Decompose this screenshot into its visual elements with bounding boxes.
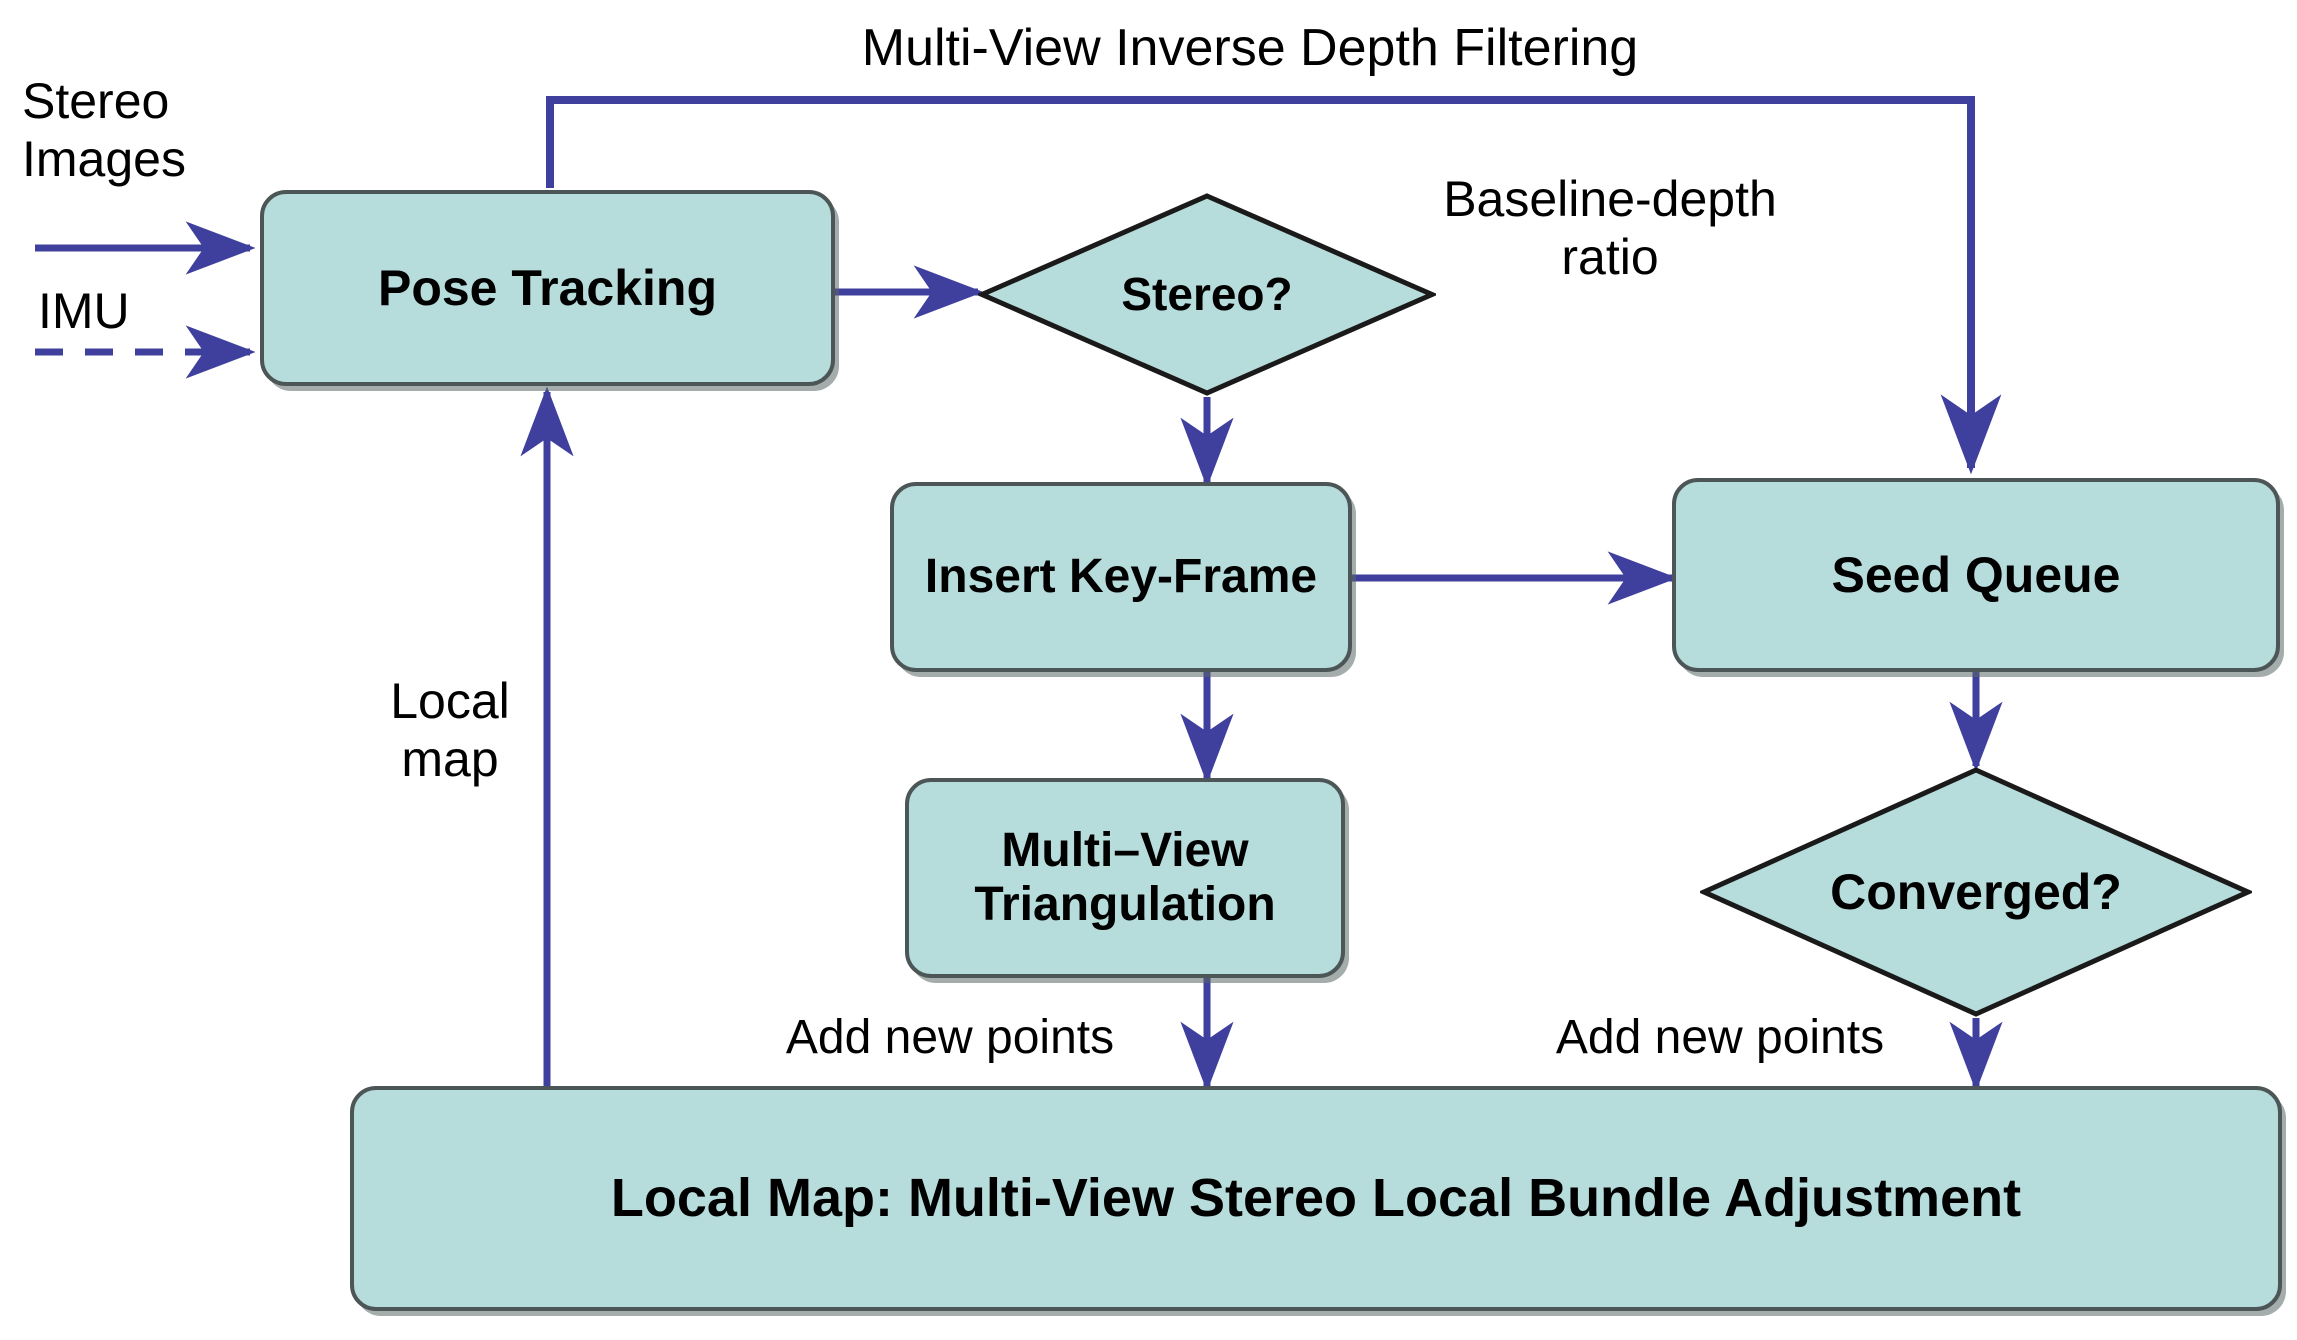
label-add-new-points-right: Add new points: [1555, 1011, 1885, 1064]
label-local-map-feedback: Local map: [390, 673, 510, 787]
node-insert-key-frame-label: Insert Key-Frame: [924, 550, 1318, 604]
node-converged-decision-label: Converged?: [1830, 864, 2122, 920]
node-seed-queue[interactable]: Seed Queue: [1672, 478, 2280, 672]
node-pose-tracking-label: Pose Tracking: [377, 260, 718, 316]
node-local-map[interactable]: Local Map: Multi-View Stereo Local Bundl…: [350, 1086, 2282, 1311]
node-local-map-label: Local Map: Multi-View Stereo Local Bundl…: [610, 1168, 2022, 1229]
node-stereo-decision[interactable]: Stereo?: [978, 192, 1436, 397]
node-insert-key-frame[interactable]: Insert Key-Frame: [890, 482, 1352, 672]
node-stereo-decision-label: Stereo?: [1121, 267, 1293, 320]
node-pose-tracking[interactable]: Pose Tracking: [260, 190, 835, 386]
node-converged-decision[interactable]: Converged?: [1700, 766, 2252, 1018]
diamond-shape-converged: [1700, 767, 2252, 1017]
node-multi-view-triangulation-label: Multi–View Triangulation: [974, 824, 1276, 931]
edge-pose-tracking-to-seed-queue-filtering: [546, 96, 2002, 475]
diamond-shape-stereo: [978, 193, 1436, 396]
node-seed-queue-label: Seed Queue: [1831, 547, 2121, 603]
node-multi-view-triangulation[interactable]: Multi–View Triangulation: [905, 778, 1345, 978]
label-multi-view-inverse-depth-filtering: Multi-View Inverse Depth Filtering: [861, 19, 1639, 77]
label-baseline-depth-ratio: Baseline-depth ratio: [1443, 171, 1777, 285]
label-stereo-images: Stereo Images: [22, 73, 186, 187]
label-add-new-points-left: Add new points: [785, 1011, 1115, 1064]
label-imu: IMU: [38, 283, 130, 339]
